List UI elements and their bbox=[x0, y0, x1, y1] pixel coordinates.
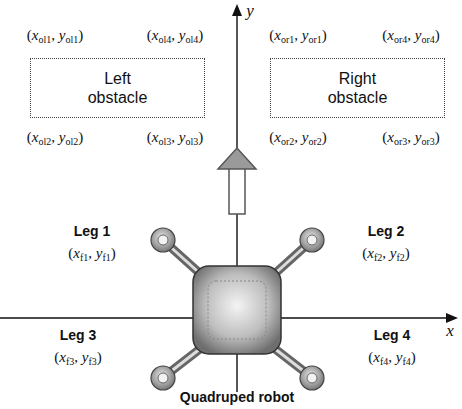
corner-coordinate: (xol1, yol1) bbox=[27, 26, 83, 44]
corner-coordinate: (xor2, yor2) bbox=[269, 128, 327, 146]
robot-title: Quadruped robot bbox=[180, 388, 294, 406]
obstacle-label: Left obstacle bbox=[78, 69, 158, 107]
corner-coordinate: (xor4, yor4) bbox=[382, 26, 440, 44]
obstacle-label: Right obstacle bbox=[318, 69, 398, 107]
foot-coordinate: (xf2, yf2) bbox=[362, 244, 410, 262]
corner-coordinate: (xor1, yor1) bbox=[269, 26, 327, 44]
corner-coordinate: (xol4, yol4) bbox=[147, 26, 203, 44]
foot-coordinate: (xf3, yf3) bbox=[54, 348, 102, 366]
obstacle-box: Right obstacle bbox=[270, 58, 445, 118]
obstacle-box: Left obstacle bbox=[30, 58, 205, 118]
foot-coordinate: (xf4, yf4) bbox=[368, 348, 416, 366]
axis-label: y bbox=[246, 2, 254, 20]
leg-name: Leg 4 bbox=[374, 326, 411, 344]
leg-name: Leg 1 bbox=[74, 222, 111, 240]
corner-coordinate: (xol3, yol3) bbox=[147, 128, 203, 146]
leg-name: Leg 3 bbox=[60, 326, 97, 344]
corner-coordinate: (xor3, yor3) bbox=[382, 128, 440, 146]
leg-name: Leg 2 bbox=[368, 222, 405, 240]
axis-label: x bbox=[446, 322, 454, 340]
foot-coordinate: (xf1, yf1) bbox=[68, 244, 116, 262]
corner-coordinate: (xol2, yol2) bbox=[27, 128, 83, 146]
